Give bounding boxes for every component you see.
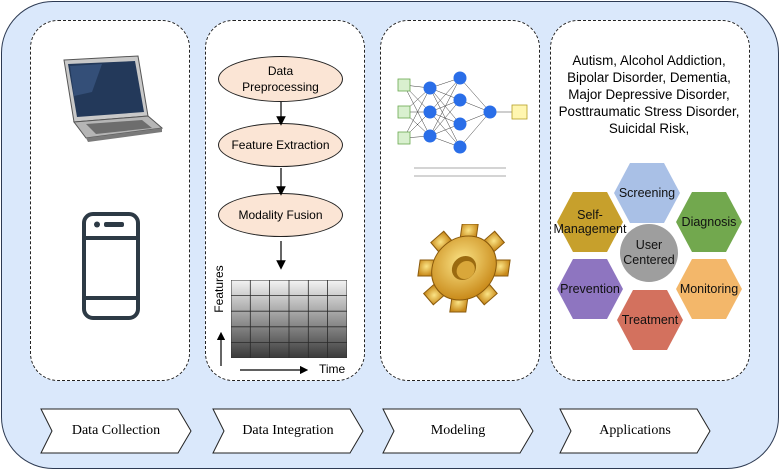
hex-prevention: Prevention: [557, 259, 623, 319]
feature-time-matrix: [231, 280, 347, 358]
stage-data-integration: Data Integration: [212, 408, 364, 454]
smartphone-icon: [82, 212, 140, 320]
neural-network-figure: [397, 71, 528, 177]
stage-label: Applications: [599, 423, 671, 438]
time-axis-label: Time: [319, 362, 346, 376]
axis-arrows: [216, 331, 309, 375]
hex-label: Diagnosis: [681, 215, 737, 229]
hex-screening: Screening: [614, 163, 680, 223]
hex-label: Self-: [577, 208, 603, 222]
hex-label: Screening: [618, 186, 676, 200]
disorder-line: Posttraumatic Stress Disorder,: [558, 104, 740, 119]
feature-extraction-step: Feature Extraction: [218, 123, 343, 167]
gear-icon: [417, 224, 511, 313]
hex-diagnosis: Diagnosis: [676, 192, 742, 252]
stage-label: Data Integration: [242, 423, 334, 438]
hex-label: Prevention: [560, 282, 620, 296]
disorders-list: Autism, Alcohol Addiction, Bipolar Disor…: [556, 52, 742, 137]
center-label: User: [635, 238, 663, 252]
features-axis-label: Features: [212, 265, 226, 313]
step-label: Modality Fusion: [238, 208, 323, 222]
hex-label: Management: [553, 222, 627, 236]
laptop-icon: [63, 55, 164, 142]
step-label: Data: [267, 64, 294, 78]
step-label: Preprocessing: [242, 80, 319, 94]
stage-data-collection: Data Collection: [40, 408, 192, 454]
modality-fusion-step: Modality Fusion: [218, 193, 343, 237]
disorder-line: Bipolar Disorder, Dementia,: [567, 70, 731, 85]
disorder-line: Major Depressive Disorder,: [568, 87, 730, 102]
disorder-line: Autism, Alcohol Addiction,: [572, 53, 726, 68]
disorder-line: Suicidal Risk,: [608, 121, 690, 136]
hex-treatment: Treatment: [617, 290, 683, 350]
center-label: Centered: [623, 253, 675, 267]
flow-arrows: [276, 102, 286, 270]
step-label: Feature Extraction: [231, 138, 330, 152]
hex-monitoring: Monitoring: [676, 259, 742, 319]
hex-label: Monitoring: [679, 282, 739, 296]
hex-label: Treatment: [621, 313, 679, 327]
stage-label: Data Collection: [71, 423, 161, 438]
stage-applications: Applications: [559, 408, 711, 454]
stage-modeling: Modeling: [382, 408, 534, 454]
hex-self-management: Self-Management: [554, 192, 626, 252]
stage-label: Modeling: [430, 423, 486, 438]
